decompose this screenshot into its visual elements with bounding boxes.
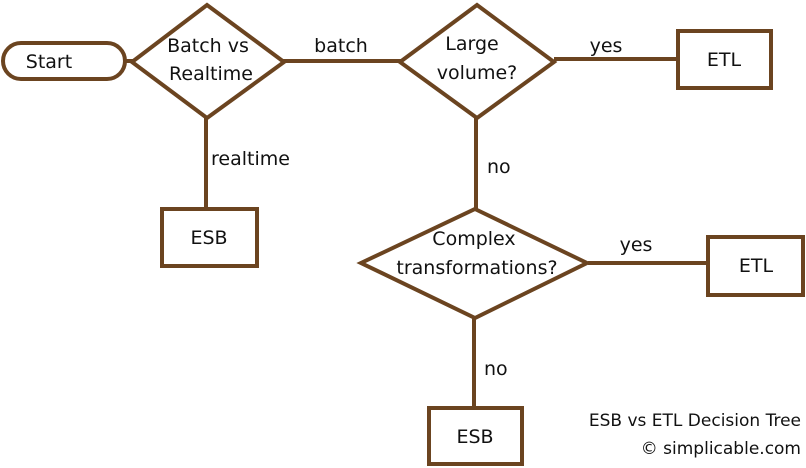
decision-large-volume-line1: Large: [445, 33, 498, 55]
caption-title: ESB vs ETL Decision Tree: [589, 411, 801, 431]
connectors: [126, 57, 708, 408]
esb-node-left: ESB: [160, 207, 259, 268]
decision-complex-line2: transformations?: [396, 257, 557, 279]
etl-node-top: ETL: [676, 29, 773, 90]
edge-label-no-middle: no: [487, 156, 511, 178]
edge-label-batch: batch: [314, 35, 368, 57]
caption-credit: © simplicable.com: [641, 439, 801, 459]
decision-large-volume-label: Large volume?: [437, 33, 517, 84]
etl-middle-label: ETL: [739, 255, 774, 277]
edge-label-realtime: realtime: [211, 148, 290, 170]
decision-batch-vs-realtime-label: Batch vs Realtime: [167, 35, 255, 85]
esb-bottom-label: ESB: [456, 426, 493, 448]
decision-large-volume-line2: volume?: [437, 62, 517, 84]
edge-label-yes-top: yes: [590, 35, 623, 57]
start-node: Start: [1, 41, 127, 81]
edge-label-yes-middle: yes: [620, 234, 653, 256]
decision-large-volume: Large volume?: [396, 2, 558, 121]
decision-complex-label: Complex transformations?: [396, 228, 557, 279]
etl-node-middle: ETL: [706, 235, 805, 297]
esb-left-label: ESB: [190, 227, 227, 249]
decision-complex-transformations: Complex transformations?: [356, 206, 592, 321]
edge-label-no-bottom: no: [484, 358, 508, 380]
start-label: Start: [26, 51, 72, 73]
esb-node-bottom: ESB: [427, 406, 524, 466]
decision-batch-vs-realtime-line1: Batch vs: [167, 35, 249, 57]
etl-top-label: ETL: [707, 49, 742, 71]
decision-complex-line1: Complex: [432, 228, 515, 250]
decision-batch-vs-realtime: Batch vs Realtime: [128, 2, 288, 121]
decision-batch-vs-realtime-line2: Realtime: [169, 63, 253, 85]
